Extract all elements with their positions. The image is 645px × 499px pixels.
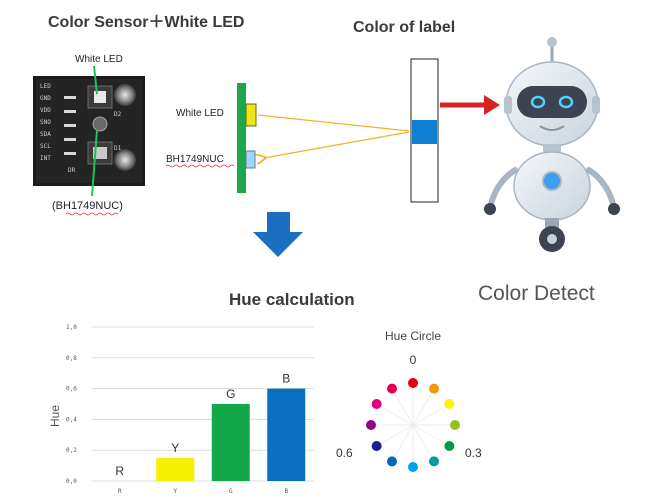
hue-spoke [391, 424, 414, 462]
bar-y [156, 457, 195, 481]
hue-label-right: 0.3 [465, 446, 482, 460]
white-led-callout [93, 65, 98, 95]
hue-spoke [412, 388, 435, 426]
hue-dot [371, 399, 382, 409]
mount-hole-icon [114, 84, 136, 106]
hue-spoke [412, 424, 435, 462]
board-pin-label: VDD [40, 107, 51, 114]
board-pin-label: LED [40, 83, 51, 90]
board-pin-label: DR [68, 167, 76, 174]
emitted-light-ray [257, 114, 410, 132]
robot-visor [517, 86, 587, 118]
x-tick-label: B [284, 488, 288, 495]
y-tick-label: 0,4 [66, 416, 77, 423]
hue-calculation-title: Hue calculation [229, 290, 355, 309]
hue-spoke [391, 388, 414, 426]
board-pin-label: GND [40, 95, 51, 102]
bar-g [211, 404, 250, 481]
y-tick-label: 0,2 [66, 447, 77, 454]
reflected-light-ray [264, 131, 410, 158]
chip-callout [91, 129, 98, 197]
x-tick-label: G [229, 488, 233, 495]
board-pin-label: D1 [114, 145, 122, 152]
mount-hole-icon [114, 149, 136, 171]
hue-dot [444, 441, 455, 451]
hue-label-top: 0 [410, 353, 417, 367]
hue-dot [387, 456, 397, 467]
side-view-board [237, 83, 246, 193]
y-tick-label: 0,6 [66, 386, 77, 393]
hue-axis-label: Hue [48, 405, 62, 427]
hue-spoke [412, 424, 450, 447]
hue-dot [429, 383, 439, 394]
hue-dot [444, 399, 455, 409]
photo-white-led-label: White LED [75, 54, 123, 65]
side-view-sensor [245, 150, 256, 169]
y-tick-label: 0,8 [66, 355, 77, 362]
hue-dot [429, 456, 439, 467]
robot-eye-icon [530, 95, 546, 109]
spellcheck-underline-2 [165, 164, 235, 168]
board-pin-label: SDA [40, 131, 51, 138]
hue-spoke [376, 403, 414, 426]
hue-spoke [376, 424, 414, 447]
hue-label-left: 0.6 [336, 446, 353, 460]
robot-caption: Color Detect [478, 282, 595, 305]
hue-dot [371, 441, 382, 451]
hue-dot [387, 383, 397, 394]
board-pin-label: SNO [40, 119, 51, 126]
hue-dot [408, 378, 418, 388]
robot-illustration [484, 37, 620, 252]
y-tick-label: 1,0 [66, 324, 77, 331]
x-tick-label: Y [173, 488, 177, 495]
side-white-led-label: White LED [176, 108, 224, 119]
board-pin-label: D2 [114, 111, 122, 118]
bar-data-label: G [226, 387, 235, 401]
board-pin-label: INT [40, 155, 51, 162]
hue-circle [366, 378, 460, 472]
label-color-title: Color of label [353, 19, 455, 36]
hue-bar-chart: 0,0 0,2 0,4 0,6 0,8 1,0R R Y Y G G B B [66, 324, 314, 495]
spellcheck-underline [65, 212, 119, 216]
label-color-patch [412, 120, 437, 144]
detect-arrow-head [484, 95, 500, 115]
hue-dot [366, 420, 376, 430]
bar-data-label: B [282, 372, 290, 386]
board-pin-label: SCL [40, 143, 51, 150]
hue-dot [408, 462, 418, 472]
robot-antenna-icon [547, 37, 557, 47]
x-tick-label: R [118, 488, 122, 495]
bar-data-label: R [115, 464, 124, 478]
white-led-component [94, 91, 106, 103]
bar-data-label: Y [171, 441, 179, 455]
hue-spoke [412, 403, 450, 426]
robot-chest-button-icon [542, 171, 562, 191]
photo-chip-label: (BH1749NUC) [52, 200, 123, 212]
robot-eye-icon [558, 95, 574, 109]
side-view-led [245, 103, 257, 127]
hue-dot [450, 420, 460, 430]
flow-down-arrow [253, 212, 303, 257]
hue-circle-title: Hue Circle [385, 329, 441, 343]
color-sensor-chip [92, 116, 108, 132]
y-tick-label: 0,0 [66, 478, 77, 485]
side-chip-label: BH1749NUC [166, 154, 224, 165]
bar-b [267, 388, 306, 481]
sensor-title: Color Sensor＋White LED [48, 14, 244, 31]
